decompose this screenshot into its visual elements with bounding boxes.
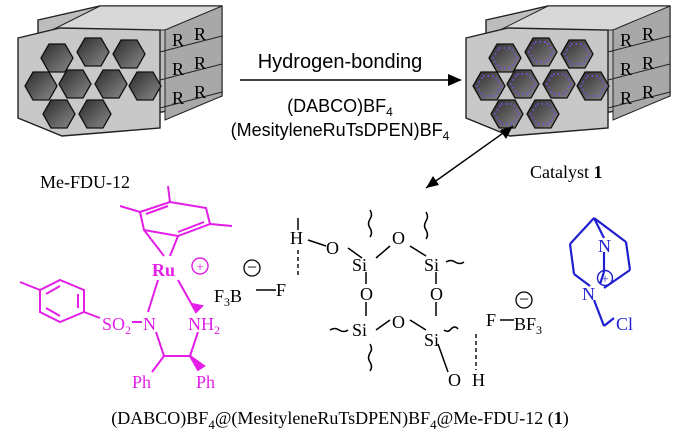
catalyst-1-block: R R R R R R: [465, 5, 671, 137]
dabco-cation: N N Cl +: [568, 217, 633, 334]
r-group-label: R: [642, 82, 654, 102]
si-atom-label: Si: [352, 255, 367, 275]
hexagonal-pores: [24, 37, 162, 129]
reaction-arrow: [240, 74, 462, 86]
pore-dots: [475, 41, 607, 125]
n-atom-label: N: [582, 284, 595, 304]
o-atom-label: O: [430, 284, 443, 304]
me-fdu-12-label: Me-FDU-12: [40, 172, 130, 192]
r-group-label: R: [172, 30, 184, 50]
r-group-label: R: [194, 24, 206, 44]
hydrogen-bond-dashes: [297, 250, 477, 370]
r-group-label: R: [642, 53, 654, 73]
ru-plus-charge: +: [196, 259, 203, 274]
n-atom-label: N: [143, 314, 156, 334]
h-atom-label: H: [472, 370, 485, 390]
r-group-label: R: [172, 59, 184, 79]
me-fdu-12-block: R R R R R R: [17, 5, 223, 137]
so2-label: SO2: [102, 314, 131, 337]
si-atom-label: Si: [424, 255, 439, 275]
ru-atom-label: Ru: [152, 260, 175, 280]
f3b-label: F3B: [214, 286, 242, 309]
nh2-label: NH2: [188, 314, 220, 337]
right-bf4-minus-charge: −: [519, 289, 529, 309]
reagent-mesitylene-ru-bf4: (MesityleneRuTsDPEN)BF4: [231, 120, 450, 143]
dabco-plus-charge: +: [601, 271, 608, 286]
o-atom-label: O: [392, 312, 405, 332]
o-atom-label: O: [360, 284, 373, 304]
h-atom-label: H: [290, 228, 303, 248]
r-group-label: R: [620, 59, 632, 79]
r-group-label: R: [194, 82, 206, 102]
r-group-label: R: [194, 53, 206, 73]
reagent-dabco-bf4: (DABCO)BF4: [287, 96, 393, 119]
silica-surface: H O Si O Si O O Si O Si O H F F3B F BF3 …: [214, 209, 542, 390]
si-atom-label: Si: [352, 320, 367, 340]
left-bf4-minus-charge: −: [247, 257, 257, 277]
o-atom-label: O: [392, 228, 405, 248]
r-group-label: R: [620, 30, 632, 50]
cl-atom-label: Cl: [616, 314, 633, 334]
catalyst-1-label: Catalyst 1: [530, 162, 603, 182]
phenyl-label: Ph: [132, 372, 151, 392]
n-atom-label: N: [598, 236, 611, 256]
r-group-label: R: [172, 88, 184, 108]
o-atom-label: O: [448, 370, 461, 390]
o-atom-label: O: [326, 238, 339, 258]
ru-tsdpen-complex: Ru SO2 N NH2 Ph Ph +: [19, 185, 233, 392]
r-group-label: R: [620, 88, 632, 108]
si-atom-label: Si: [424, 330, 439, 350]
zoom-double-arrow: [425, 125, 514, 189]
composite-caption: (DABCO)BF4@(MesityleneRuTsDPEN)BF4@Me-FD…: [111, 408, 568, 432]
f-atom-label: F: [486, 310, 496, 330]
phenyl-label: Ph: [196, 372, 215, 392]
arrow-condition-hydrogen-bonding: Hydrogen-bonding: [258, 51, 423, 73]
f-atom-label: F: [276, 280, 286, 300]
r-group-label: R: [642, 24, 654, 44]
bf3-label: BF3: [514, 314, 542, 337]
